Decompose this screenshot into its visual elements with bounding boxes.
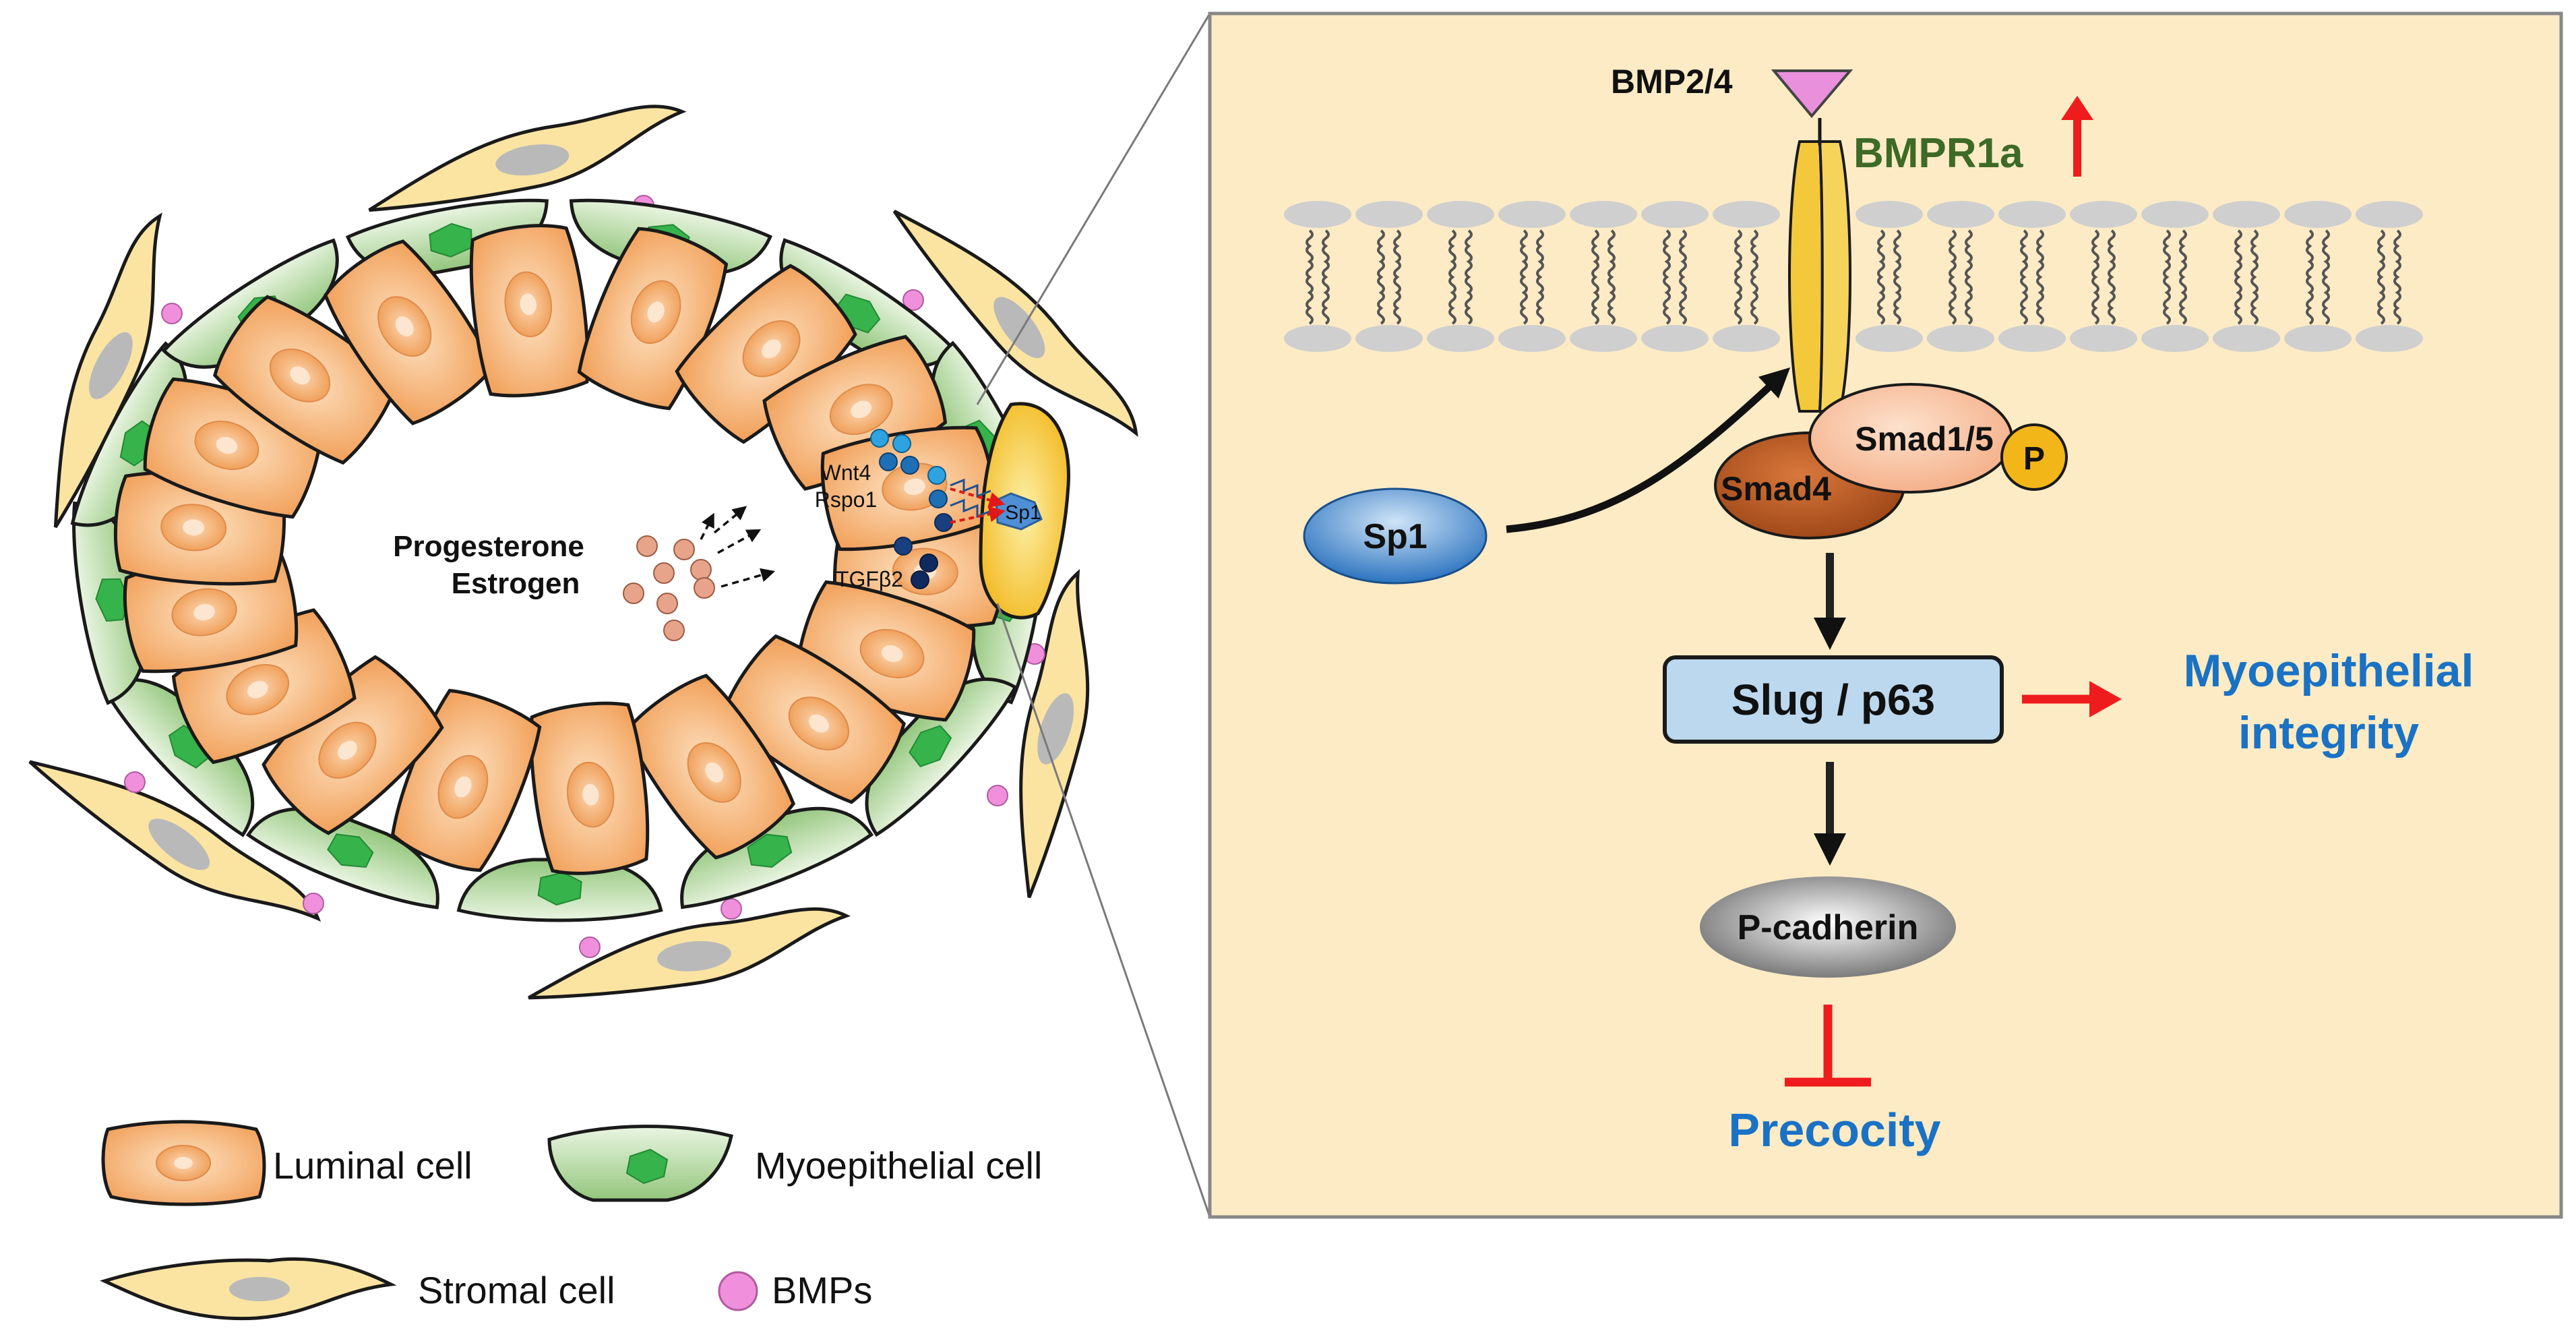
stromal-cells xyxy=(28,105,1138,1000)
bmp-dot xyxy=(902,289,924,311)
luminal-ring xyxy=(113,224,1006,875)
triangle-down-icon xyxy=(1771,69,1853,119)
bmp-dot xyxy=(161,303,183,324)
sp1-small-label: Sp1 xyxy=(1005,502,1041,524)
legend-stromal-label: Stromal cell xyxy=(418,1269,615,1311)
smad4-label: Smad4 xyxy=(1721,470,1831,508)
cell-membrane xyxy=(1284,201,2423,352)
precocity-label: Precocity xyxy=(1728,1104,1940,1156)
wnt4-label: Wnt4 xyxy=(821,460,871,485)
hormone-dots xyxy=(623,535,715,641)
pcadherin-label: P-cadherin xyxy=(1738,908,1919,947)
stromal-cell xyxy=(528,907,851,1000)
smad15-label: Smad1/5 xyxy=(1855,420,1994,458)
myoepithelial-cell xyxy=(456,858,663,922)
rspo1-label: Rspo1 xyxy=(815,487,878,512)
myo-integrity-line2: integrity xyxy=(2238,707,2419,758)
lipid-unit xyxy=(1498,201,1566,352)
bmp-dot xyxy=(987,785,1008,806)
bmp-dot xyxy=(303,893,324,914)
slug-to-myo-arrowhead xyxy=(2089,681,2122,717)
hormone-label-estrogen: Estrogen xyxy=(452,567,580,600)
stromal-cell xyxy=(892,210,1138,438)
lipid-unit xyxy=(2141,201,2209,352)
legend-myo-swatch xyxy=(547,1125,733,1202)
lipid-unit xyxy=(1284,201,1351,352)
phosphate-badge xyxy=(2000,423,2068,491)
legend-stromal-swatch xyxy=(100,1257,397,1321)
bmp24-label: BMP2/4 xyxy=(1611,63,1733,100)
luminal-cell xyxy=(324,239,495,425)
sp1-activation-arrow xyxy=(1506,367,1791,533)
legend-myo-label: Myoepithelial cell xyxy=(755,1144,1042,1187)
lipid-unit xyxy=(1998,201,2066,352)
bmp-dot xyxy=(579,936,601,958)
pathway-panel: BMP2/4 BMPR1a Smad4 Smad1/5 P Sp1 Slug /… xyxy=(1208,11,2563,1219)
bmpr1a-label: BMPR1a xyxy=(1853,130,2023,177)
lipid-unit xyxy=(1856,201,1923,352)
phosphate-label: P xyxy=(2023,441,2045,477)
luminal-cell xyxy=(469,224,590,398)
myoepithelial-cell xyxy=(680,806,874,910)
sp1-stromal-cell: Sp1 xyxy=(979,402,1070,620)
sp1-oval xyxy=(1303,487,1488,585)
luminal-cell xyxy=(624,674,795,860)
lipid-unit xyxy=(2213,201,2280,352)
bmpr1a-receptor xyxy=(1788,118,1851,413)
luminal-cell xyxy=(529,701,650,875)
myoepithelial-cell xyxy=(245,807,439,910)
inhibition-bar-icon xyxy=(1785,1005,1871,1087)
legend-bmp-swatch xyxy=(718,1271,758,1311)
slug-p63-label: Slug / p63 xyxy=(1731,676,1935,724)
myo-integrity-line1: Myoepithelial xyxy=(2184,645,2474,696)
legend: Luminal cell Myoepithelial cell Stromal … xyxy=(100,1120,1042,1321)
stromal-cell xyxy=(28,760,321,922)
bmp-dot xyxy=(124,771,146,793)
lipid-unit xyxy=(1570,201,1637,352)
legend-bmps-label: BMPs xyxy=(772,1269,872,1311)
lipid-unit xyxy=(1641,201,1709,352)
legend-luminal-label: Luminal cell xyxy=(273,1144,472,1187)
paracrine-dots xyxy=(870,429,1006,589)
lipid-unit xyxy=(2284,201,2352,352)
lipid-unit xyxy=(2070,201,2137,352)
lipid-unit xyxy=(1355,201,1423,352)
lipid-unit xyxy=(1713,201,1780,352)
luminal-cell xyxy=(213,295,399,465)
red-up-arrow-icon xyxy=(2061,96,2093,177)
hormone-arrows xyxy=(700,506,776,588)
zoom-lines xyxy=(976,13,1211,1218)
luminal-cell xyxy=(720,634,906,804)
pathway-panel-background xyxy=(1208,11,2563,1219)
pcadherin-oval xyxy=(1700,876,1956,978)
hormone-label-progesterone: Progesterone xyxy=(393,530,584,563)
slug-p63-box xyxy=(1663,655,2004,744)
lipid-unit xyxy=(2356,201,2423,352)
lipid-unit xyxy=(1427,201,1494,352)
legend-luminal-swatch xyxy=(101,1120,266,1206)
stromal-cell xyxy=(368,105,687,212)
sp1-label: Sp1 xyxy=(1363,517,1427,556)
bmp-dot xyxy=(720,898,742,920)
duct-illustration: Sp1 Wnt4 Rspo1 TGFβ2 xyxy=(28,105,1138,1000)
myoepithelial-cell xyxy=(865,678,1018,837)
tgfb2-label: TGFβ2 xyxy=(836,567,903,591)
lipid-unit xyxy=(1927,201,1994,352)
